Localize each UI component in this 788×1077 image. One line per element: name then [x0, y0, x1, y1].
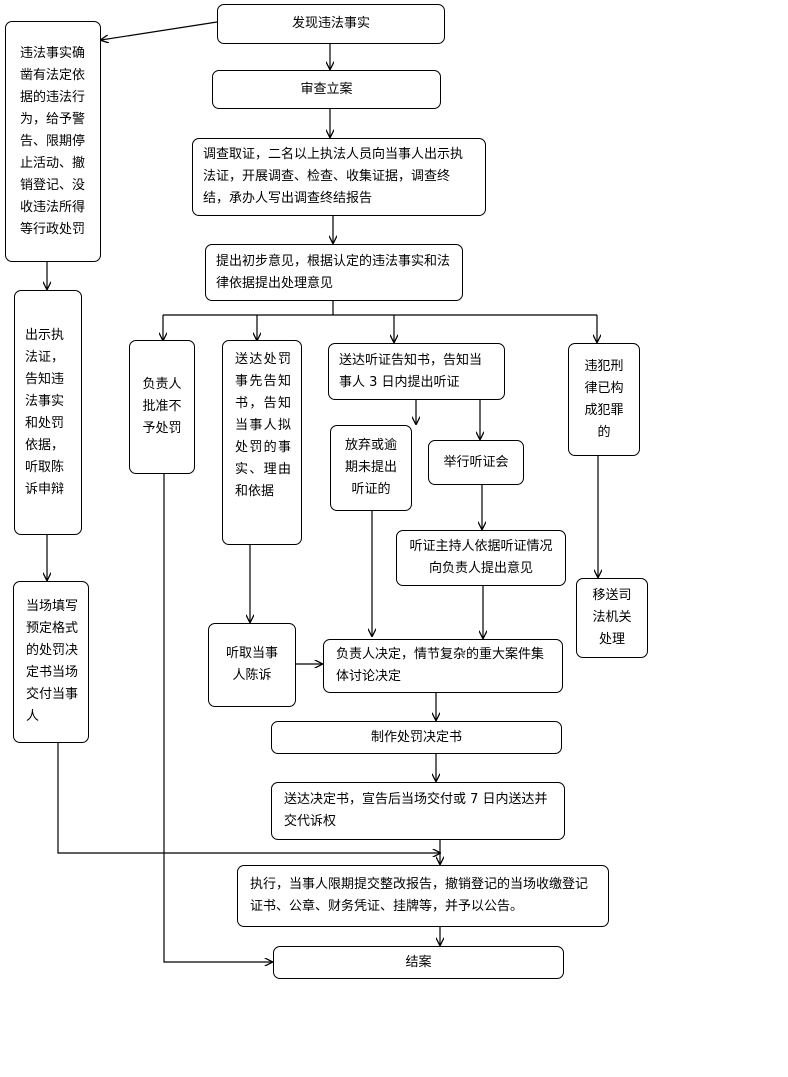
node-crime: 违犯刑律已构成犯罪的 — [568, 343, 640, 456]
arrow-fillform-to-execute — [57, 743, 440, 853]
node-pre-notice: 送达处罚事先告知书，告知当事人拟处罚的事实、理由和依据 — [222, 340, 302, 545]
node-hold-hearing: 举行听证会 — [428, 440, 524, 485]
node-execute: 执行，当事人限期提交整改报告，撤销登记的当场收缴登记证书、公章、财务凭证、挂牌等… — [237, 865, 609, 927]
node-discover: 发现违法事实 — [217, 4, 445, 44]
node-preliminary: 提出初步意见，根据认定的违法事实和法律依据提出处理意见 — [205, 244, 463, 301]
node-summary-penalty: 违法事实确凿有法定依据的违法行为，给予警告、限期停止活动、撤销登记、没收违法所得… — [5, 21, 101, 262]
node-fill-form: 当场填写预定格式的处罚决定书当场交付当事人 — [13, 581, 89, 743]
node-statement: 听取当事人陈诉 — [208, 623, 296, 707]
node-make-decision: 制作处罚决定书 — [271, 721, 562, 754]
node-hearing-notice: 送达听证告知书，告知当事人 3 日内提出听证 — [328, 343, 505, 400]
node-waive: 放弃或逾期未提出听证的 — [330, 425, 412, 511]
arrow-discover-to-summary — [101, 21, 218, 40]
node-deliver: 送达决定书，宣告后当场交付或 7 日内送达并交代诉权 — [271, 782, 565, 840]
node-close: 结案 — [273, 946, 564, 979]
node-decide: 负责人决定，情节复杂的重大案件集体讨论决定 — [323, 639, 563, 693]
node-investigate: 调查取证，二名以上执法人员向当事人出示执法证，开展调查、检查、收集证据，调查终结… — [192, 138, 486, 216]
node-show-cert: 出示执法证，告知违法事实和处罚依据，听取陈诉申辩 — [14, 290, 82, 535]
node-not-approved: 负责人批准不予处罚 — [129, 340, 195, 474]
arrow-not-approved-to-close — [163, 474, 272, 962]
node-transfer: 移送司法机关处理 — [576, 578, 648, 658]
node-hearing-report: 听证主持人依据听证情况向负责人提出意见 — [396, 530, 566, 586]
node-register: 审查立案 — [212, 70, 441, 109]
